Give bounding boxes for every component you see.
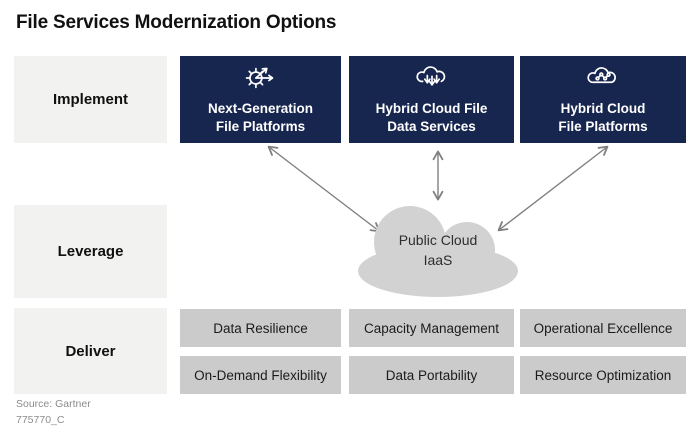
deliver-box-resource-optimization: Resource Optimization xyxy=(520,356,686,394)
source-text: Source: Gartner xyxy=(16,398,91,410)
implement-box-hybrid-cloud-file-data-services: Hybrid Cloud File Data Services xyxy=(349,56,514,143)
public-cloud-label: Public Cloud IaaS xyxy=(398,232,478,269)
row-label-deliver: Deliver xyxy=(14,308,167,394)
deliver-box-data-portability: Data Portability xyxy=(349,356,514,394)
figure-id-text: 775770_C xyxy=(16,414,65,426)
cloud-network-icon xyxy=(587,66,616,83)
deliver-box-on-demand-flexibility: On-Demand Flexibility xyxy=(180,356,341,394)
implement-box-hybrid-cloud-file-platforms: Hybrid Cloud File Platforms xyxy=(520,56,686,143)
implement-box-next-generation-file-platforms: Next-Generation File Platforms xyxy=(180,56,341,143)
implement-box-label: Next-Generation File Platforms xyxy=(207,100,314,134)
page-title: File Services Modernization Options xyxy=(16,12,337,33)
implement-box-label: Hybrid Cloud File Platforms xyxy=(558,100,648,134)
cloud-download-icon xyxy=(415,66,445,86)
gear-flow-icon xyxy=(245,67,273,88)
row-label-implement: Implement xyxy=(14,56,167,143)
deliver-box-data-resilience: Data Resilience xyxy=(180,309,341,347)
implement-box-label: Hybrid Cloud File Data Services xyxy=(375,100,488,134)
row-label-leverage: Leverage xyxy=(14,205,167,298)
arrow-left-box-to-cloud xyxy=(267,145,381,233)
deliver-box-capacity-management: Capacity Management xyxy=(349,309,514,347)
deliver-box-operational-excellence: Operational Excellence xyxy=(520,309,686,347)
arrow-right-box-to-cloud xyxy=(497,145,609,232)
